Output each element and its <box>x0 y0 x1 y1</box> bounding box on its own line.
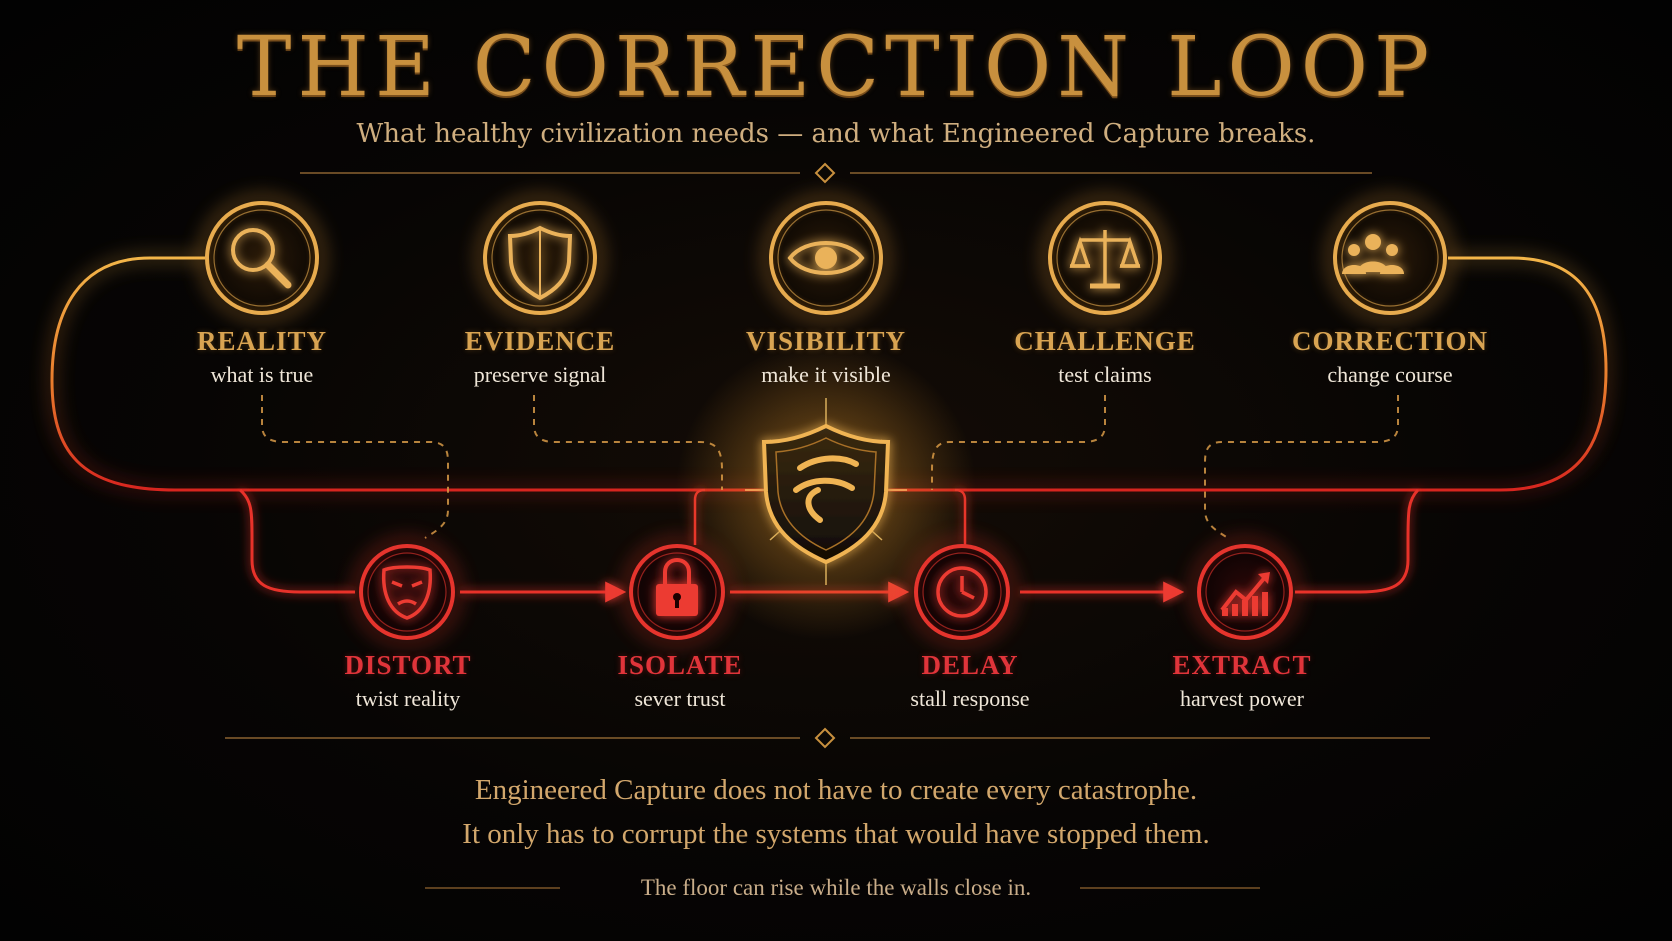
node-sub-extract: harvest power <box>1179 686 1304 711</box>
node-label-extract: EXTRACT <box>1172 650 1312 680</box>
node-label-challenge: CHALLENGE <box>1014 326 1196 356</box>
footer-line-1: Engineered Capture does not have to crea… <box>474 774 1198 806</box>
eye-icon <box>787 241 865 275</box>
node-sub-visibility: make it visible <box>761 362 891 387</box>
page-subtitle: What healthy civilization needs — and wh… <box>356 119 1316 149</box>
footer-tagline: The floor can rise while the walls close… <box>640 875 1032 900</box>
node-sub-distort: twist reality <box>355 686 461 711</box>
bottom-divider <box>225 727 1430 749</box>
dashed-connectors <box>261 395 1399 539</box>
node-label-reality: REALITY <box>196 326 328 356</box>
top-divider <box>300 162 1372 184</box>
node-label-evidence: EVIDENCE <box>464 326 616 356</box>
node-sub-isolate: sever trust <box>634 686 726 711</box>
node-sub-correction: change course <box>1327 362 1453 387</box>
rising-chart-icon <box>1220 572 1270 616</box>
node-label-delay: DELAY <box>921 650 1019 680</box>
healthy-node-ring-5 <box>1326 194 1454 322</box>
healthy-node-ring-1 <box>198 194 326 322</box>
node-sub-delay: stall response <box>910 686 1030 711</box>
scales-icon <box>1069 230 1141 289</box>
node-label-isolate: ISOLATE <box>617 650 743 680</box>
node-sub-challenge: test claims <box>1058 362 1152 387</box>
outer-loop <box>47 254 1611 494</box>
padlock-icon <box>656 558 698 616</box>
people-icon <box>1342 234 1404 274</box>
crest-shield-icon <box>761 423 891 565</box>
node-label-distort: DISTORT <box>344 650 472 680</box>
node-sub-reality: what is true <box>210 362 314 387</box>
capture-node-ring-4 <box>1190 537 1300 647</box>
shield-icon <box>507 225 573 301</box>
mask-icon <box>381 565 433 620</box>
node-label-visibility: VISIBILITY <box>745 326 907 356</box>
footer-line-2: It only has to corrupt the systems that … <box>462 818 1210 850</box>
magnifier-icon <box>231 228 292 289</box>
clock-icon <box>936 566 988 618</box>
node-sub-evidence: preserve signal <box>473 362 607 387</box>
capture-node-ring-1 <box>352 537 462 647</box>
page-title: THE CORRECTION LOOP <box>236 20 1436 115</box>
node-label-correction: CORRECTION <box>1291 326 1489 356</box>
